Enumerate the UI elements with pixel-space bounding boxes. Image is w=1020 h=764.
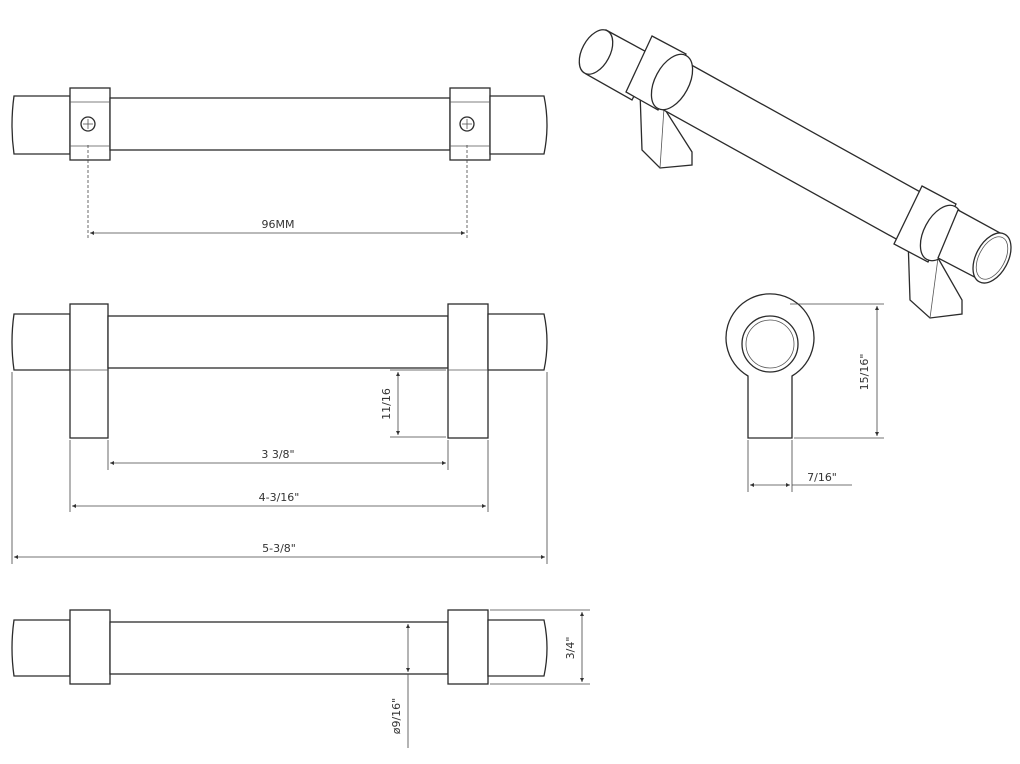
end-view-bar-outer [741,315,799,373]
front-view-right-end [487,313,548,371]
iso-left-collar [625,35,687,111]
front-view-bar [107,315,449,369]
front-view-left-end [11,313,71,371]
bottom-view-right-end [487,619,548,677]
front-view-left-post [69,303,109,439]
dim-bar-length: 3 3/8" [261,448,294,461]
bottom-view-left-post [69,609,111,685]
top-view-left-end [11,95,71,155]
top-view-bar [109,97,451,151]
iso-right-collar [893,185,957,263]
bottom-view-right-post [447,609,489,685]
bottom-view-bar [109,621,449,675]
left-screw-hole-icon [80,116,96,132]
isometric-view [578,29,1012,319]
dim-end-height: 15/16" [858,354,871,391]
right-screw-hole-icon [459,116,475,132]
dim-post-span: 4-3/16" [259,491,300,504]
dim-bar-diameter: ø9/16" [390,698,403,735]
bottom-view-left-end [11,619,71,677]
dim-mounting-96mm: 96MM [262,218,295,231]
dim-overall-length: 5-3/8" [262,542,296,555]
front-view-right-post [447,303,489,439]
dim-post-height: 11/16 [380,388,393,420]
top-view-right-end [489,95,548,155]
top-view: 96MM [11,87,548,240]
dim-projection: 3/4" [564,637,577,660]
end-view-bar-inner [745,319,795,369]
front-view: 11/16 3 3/8" 4-3/16" 5-3/8" [11,303,548,564]
end-view: 15/16" 7/16" [725,293,884,492]
bottom-view: 3/4" ø9/16" [11,609,590,748]
dim-post-width: 7/16" [807,471,837,484]
